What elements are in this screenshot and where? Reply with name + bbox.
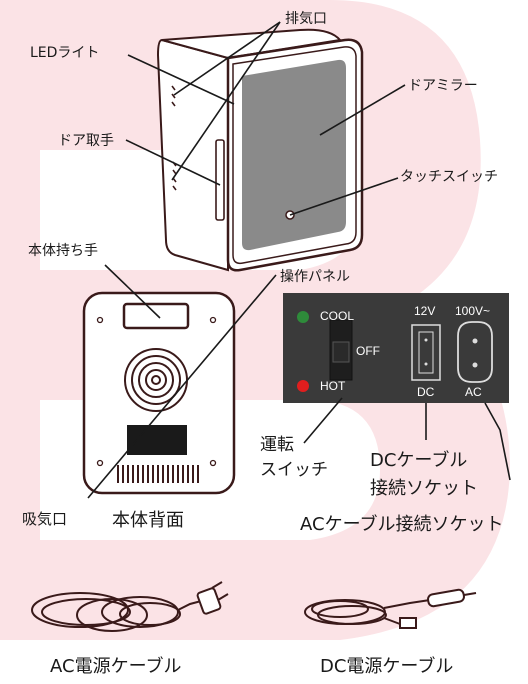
label-exhaust: 排気口 xyxy=(285,11,327,27)
control-panel xyxy=(283,293,509,403)
dc-cable xyxy=(304,588,477,629)
label-run-switch-line1: 運転 xyxy=(260,435,294,455)
label-door-mirror: ドアミラー xyxy=(408,78,478,94)
door-handle xyxy=(215,139,225,221)
label-ac-socket: ACケーブル接続ソケット xyxy=(300,514,504,535)
fridge-front-view xyxy=(156,28,364,272)
label-door-handle: ドア取手 xyxy=(58,133,114,149)
label-control-panel: 操作パネル xyxy=(280,269,350,285)
label-back-view: 本体背面 xyxy=(112,510,184,531)
ac-cable xyxy=(31,581,229,632)
led-green xyxy=(297,311,309,323)
fan-grille xyxy=(124,348,188,412)
panel-ac: AC xyxy=(465,385,482,399)
panel-cool: COOL xyxy=(320,309,355,323)
leader-lines xyxy=(87,21,511,499)
dc-socket xyxy=(411,324,441,381)
door-mirror xyxy=(242,59,346,251)
body-handle xyxy=(122,302,190,330)
panel-dc: DC xyxy=(417,385,435,399)
intake-slots xyxy=(117,465,199,483)
label-dc-cable: DC電源ケーブル xyxy=(320,656,454,677)
label-touch-switch: タッチスイッチ xyxy=(400,169,498,185)
label-dc-socket-line1: DCケーブル xyxy=(370,450,468,471)
panel-12v: 12V xyxy=(414,304,436,318)
panel-hot: HOT xyxy=(320,379,346,393)
label-run-switch-line2: スイッチ xyxy=(260,460,328,480)
label-body-handle: 本体持ち手 xyxy=(28,243,98,259)
panel-100v: 100V~ xyxy=(455,304,491,318)
label-ac-cable: AC電源ケーブル xyxy=(50,656,182,677)
label-led-light: LEDライト xyxy=(30,45,100,61)
led-red xyxy=(297,380,309,392)
label-dc-socket-line2: 接続ソケット xyxy=(370,478,478,499)
label-intake: 吸気口 xyxy=(22,510,68,528)
panel-off: OFF xyxy=(356,344,380,358)
ac-socket xyxy=(457,321,493,383)
fridge-back-view xyxy=(82,291,236,495)
